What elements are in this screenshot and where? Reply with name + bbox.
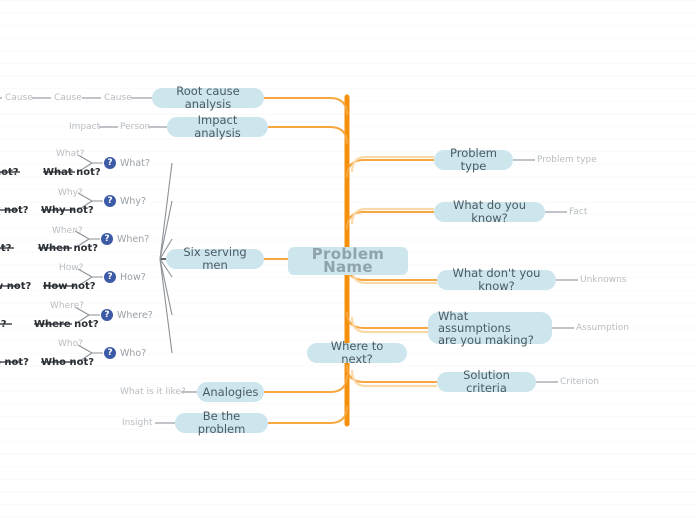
sublabel-negative-why: Why not? [41, 204, 94, 216]
sublabel-positive-what: What? [56, 149, 85, 159]
node-what-do-you-know[interactable]: What do you know? [434, 199, 545, 225]
edge-highlight-5 [350, 369, 437, 388]
leaf-label-cause-1: Cause [5, 93, 33, 103]
sublabel-positive-why: Why? [58, 188, 83, 198]
leaf-label-assumption: Assumption [576, 323, 629, 333]
node-what-assumptions-are-you-making[interactable]: What assumptions are you making? [428, 310, 552, 346]
node-solution-criteria[interactable]: Solution criteria [437, 369, 536, 395]
question-node-label: What? [120, 157, 151, 169]
sublabel-negative-who: Who not? [41, 356, 95, 368]
node-six-serving-men[interactable]: Six serving men [166, 246, 264, 272]
question-node-label: Who? [120, 347, 147, 359]
node-root-cause-analysis[interactable]: Root cause analysis [152, 85, 264, 111]
question-icon: ? [104, 271, 116, 283]
question-node-label: When? [117, 233, 150, 245]
question-icon: ? [104, 347, 116, 359]
question-node-how[interactable]: ? How? [104, 270, 146, 284]
edge-what-do-you-know [346, 211, 434, 230]
question-node-what[interactable]: ? What? [104, 156, 150, 170]
sublabel-negative-where: Where not? [34, 318, 99, 330]
question-node-why[interactable]: ? Why? [104, 194, 146, 208]
leaf-label-problem-type: Problem type [537, 155, 597, 165]
node-analogies[interactable]: Analogies [197, 382, 264, 402]
sublabel-negative-how: How not? [43, 280, 96, 292]
sublabel-positive-where: Where? [50, 301, 84, 311]
edge-ssm-who [159, 258, 173, 354]
edge-highlight-1 [350, 155, 434, 173]
edge-ssm-what [159, 162, 173, 260]
question-node-where[interactable]: ? Where? [101, 308, 153, 322]
node-be-the-problem[interactable]: Be the problem [175, 410, 268, 436]
question-node-label: Where? [117, 309, 153, 321]
node-where-to-next[interactable]: Where to next? [307, 340, 407, 366]
question-icon: ? [104, 157, 116, 169]
question-icon: ? [101, 309, 113, 321]
edge-problem-type [346, 159, 434, 178]
edge-root-cause [264, 97, 348, 116]
edge-what-assumptions [346, 311, 428, 329]
sublabel-positive-when: When? [52, 226, 83, 236]
edge-analogies [264, 374, 348, 393]
question-node-who[interactable]: ? Who? [104, 346, 146, 360]
leaf-label-fact: Fact [569, 207, 588, 217]
leaf-label-cause-2: Cause [54, 93, 82, 103]
leaf-label-insight: Insight [122, 418, 153, 428]
question-icon: ? [104, 195, 116, 207]
sublabel-negative-tail-how: w not? [0, 280, 32, 292]
edge-highlight-2 [350, 207, 434, 225]
edge-highlight-4 [350, 316, 428, 334]
edge-be-the-problem [268, 405, 348, 424]
question-icon: ? [101, 233, 113, 245]
node-impact-analysis[interactable]: Impact analysis [167, 114, 268, 140]
sublabel-positive-who: Who? [58, 339, 83, 349]
question-node-label: How? [120, 271, 146, 283]
sublabel-negative-tail-where: e? [0, 318, 7, 330]
sublabel-negative-when: When not? [38, 242, 99, 254]
edge-solution-criteria [346, 364, 437, 383]
leaf-label-unknowns: Unknowns [580, 275, 627, 285]
leaf-label-what-is-it-like: What is it like? [120, 387, 186, 397]
sublabel-negative-tail-why: y not? [0, 204, 29, 216]
node-what-dont-you-know[interactable]: What don't you know? [437, 267, 556, 293]
leaf-label-impact: Impact [69, 122, 101, 132]
leaf-label-criterion: Criterion [560, 377, 599, 387]
leaf-label-person: Person [120, 122, 151, 132]
sublabel-negative-tail-who: o not? [0, 356, 29, 368]
question-node-label: Why? [120, 195, 147, 207]
leaf-label-cause-3: Cause [104, 93, 132, 103]
sublabel-negative-what: What not? [43, 166, 101, 178]
question-node-when[interactable]: ? When? [101, 232, 149, 246]
node-problem-type[interactable]: Problem type [434, 147, 513, 173]
sublabel-positive-how: How? [59, 263, 84, 273]
root-node-problem-name[interactable]: Problem Name [288, 247, 408, 275]
sublabel-negative-tail-what: not? [0, 166, 19, 178]
edge-impact [268, 126, 348, 145]
sublabel-negative-tail-when: ot? [0, 242, 12, 254]
